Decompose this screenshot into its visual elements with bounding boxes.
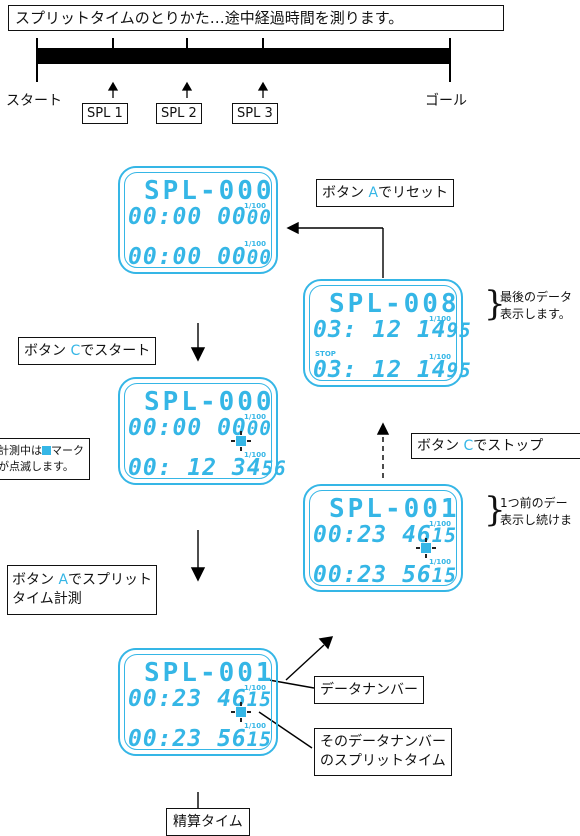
lcd-hundredths-label: 1/100 bbox=[428, 315, 451, 323]
lcd-hundredths-label: 1/100 bbox=[428, 520, 451, 528]
lcd-hundredths-label: 1/100 bbox=[428, 558, 451, 566]
brace-icon: } bbox=[484, 284, 506, 324]
brace-icon: } bbox=[484, 490, 506, 530]
lcd-display-previous: SPL-001 1/100 00:23 4615 1/100 00:23 561… bbox=[303, 484, 463, 592]
step-start-label: ボタン Cでスタート bbox=[18, 337, 157, 365]
lcd-hundredths-label: 1/100 bbox=[428, 353, 451, 361]
split-label-2: SPL 2 bbox=[156, 103, 202, 124]
lcd-total-time: 00:00 0000 bbox=[128, 244, 272, 270]
lcd-display-split: SPL-001 1/100 00:23 4615 1/100 00:23 561… bbox=[118, 648, 278, 756]
timeline-bar bbox=[36, 48, 450, 64]
lcd-hundredths-label: 1/100 bbox=[243, 684, 266, 692]
lcd-data-number: SPL-008 bbox=[329, 289, 460, 319]
timeline-tick-goal bbox=[449, 38, 451, 82]
blink-mark-icon bbox=[231, 431, 251, 451]
lcd-hundredths-label: 1/100 bbox=[243, 202, 266, 210]
timeline-split-arrows bbox=[107, 81, 269, 98]
split-label-3: SPL 3 bbox=[232, 103, 278, 124]
lcd-split-time: 00:23 4615 bbox=[128, 686, 272, 712]
timeline-tick-start bbox=[36, 38, 38, 82]
split-label-1: SPL 1 bbox=[82, 103, 128, 124]
lcd-display-reset: SPL-000 1/100 00:00 0000 1/100 00:00 000… bbox=[118, 166, 278, 274]
note-blink-mark: 計測中はマーク が点滅します。 bbox=[0, 438, 90, 480]
step-stop-label: ボタン Cでストップ bbox=[411, 433, 580, 459]
timeline-tick-3 bbox=[262, 38, 264, 50]
timeline-tick-1 bbox=[112, 38, 114, 50]
lcd-hundredths-label: 1/100 bbox=[243, 451, 266, 459]
lcd-total-time: 00: 12 3456 bbox=[128, 455, 287, 481]
lcd-hundredths-label: 1/100 bbox=[243, 413, 266, 421]
page-title: スプリットタイムのとりかた…途中経過時間を測ります。 bbox=[8, 5, 504, 31]
timeline-start-label: スタート bbox=[6, 93, 62, 109]
lcd-data-number: SPL-000 bbox=[144, 387, 275, 417]
lcd-split-time: 00:23 4615 bbox=[313, 522, 457, 548]
lcd-display-running: SPL-000 1/100 00:00 0000 1/100 00: 12 34… bbox=[118, 377, 286, 485]
stop-indicator: STOP bbox=[315, 350, 336, 358]
step-split-label: ボタン Aでスプリット タイム計測 bbox=[7, 565, 158, 615]
lcd-split-time: 00:00 0000 bbox=[128, 415, 272, 441]
lcd-display-stopped: SPL-008 1/100 03: 12 1495 STOP 1/100 03:… bbox=[303, 279, 471, 387]
callout-split-time: そのデータナンバー のスプリットタイム bbox=[314, 728, 452, 776]
timeline-tick-2 bbox=[186, 38, 188, 50]
lcd-total-time: 00:23 5615 bbox=[313, 562, 457, 588]
note-previous-data: 1つ前のデー 表示し続けま bbox=[500, 496, 573, 527]
callout-data-number: データナンバー bbox=[314, 676, 424, 704]
lcd-data-number: SPL-001 bbox=[144, 658, 275, 688]
blink-mark-icon bbox=[416, 538, 436, 558]
lcd-split-time: 00:00 0000 bbox=[128, 204, 272, 230]
step-reset-label: ボタン Aでリセット bbox=[316, 179, 455, 207]
blink-mark-icon bbox=[42, 446, 51, 455]
lcd-split-time: 03: 12 1495 bbox=[313, 317, 472, 343]
lcd-total-time: 03: 12 1495 bbox=[313, 357, 472, 383]
timeline-goal-label: ゴール bbox=[425, 93, 467, 109]
note-last-data: 最後のデータ 表示します。 bbox=[500, 290, 573, 321]
blink-mark-icon bbox=[231, 702, 251, 722]
lcd-data-number: SPL-000 bbox=[144, 176, 275, 206]
lcd-hundredths-label: 1/100 bbox=[243, 240, 266, 248]
callout-total-time: 精算タイム bbox=[166, 808, 250, 836]
lcd-data-number: SPL-001 bbox=[329, 494, 460, 524]
lcd-total-time: 00:23 5615 bbox=[128, 726, 272, 752]
lcd-hundredths-label: 1/100 bbox=[243, 722, 266, 730]
